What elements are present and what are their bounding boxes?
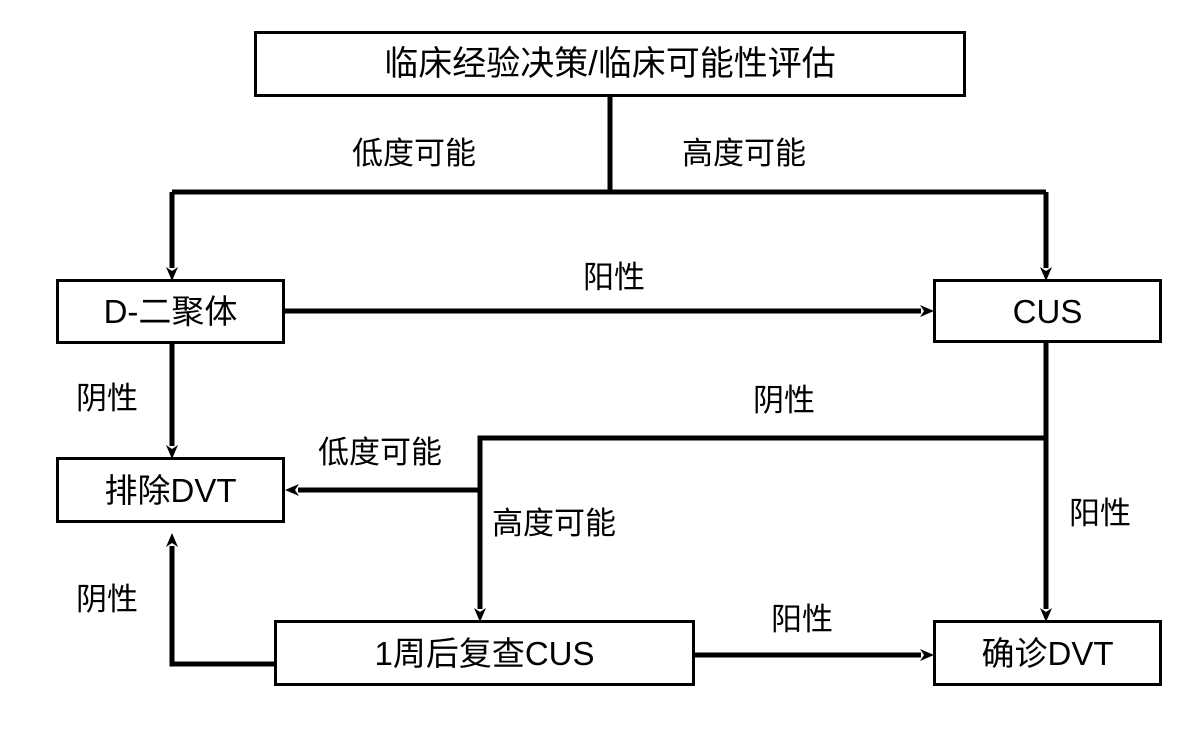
node-cus[interactable]: CUS [933,279,1162,343]
node-exclude-dvt[interactable]: 排除DVT [56,457,285,523]
edge-label-negative-ddimer: 阴性 [76,381,138,416]
edge-label-positive-repeat-cus: 阳性 [771,602,833,637]
edge-label-positive-cus: 阳性 [1069,496,1131,531]
edge-cus-negative-to-repeat [474,343,1049,622]
edge-label-low-probability-mid: 低度可能 [318,435,442,470]
edge-label-negative-cus: 阴性 [753,383,815,418]
node-clinical-assessment-label: 临床经验决策/临床可能性评估 [384,45,836,83]
node-confirm-dvt[interactable]: 确诊DVT [933,620,1162,686]
edge-label-high-probability-mid: 高度可能 [492,506,616,541]
node-exclude-dvt-label: 排除DVT [104,471,237,509]
node-repeat-cus-one-week-label: 1周后复查CUS [374,634,595,672]
node-cus-label: CUS [1012,292,1083,330]
node-clinical-assessment[interactable]: 临床经验决策/临床可能性评估 [254,31,966,97]
edge-label-high-probability-top: 高度可能 [682,136,806,171]
edge-repeat-to-exclude [166,533,274,667]
node-repeat-cus-one-week[interactable]: 1周后复查CUS [274,620,695,686]
edge-label-positive-ddimer: 阳性 [583,260,645,295]
node-confirm-dvt-label: 确诊DVT [981,634,1114,672]
edge-label-low-probability-top: 低度可能 [352,136,476,171]
node-d-dimer[interactable]: D-二聚体 [56,279,285,344]
edge-label-negative-repeat-cus: 阴性 [76,582,138,617]
node-d-dimer-label: D-二聚体 [103,293,238,330]
